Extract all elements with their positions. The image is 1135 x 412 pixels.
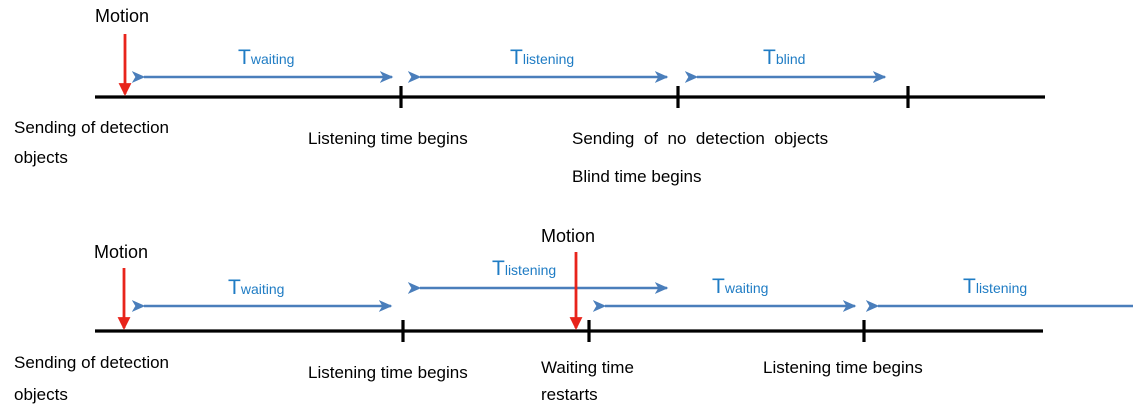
interval-label-waiting: Twaiting [228, 277, 284, 298]
timeline-caption: Listening time begins [308, 363, 468, 382]
interval-label-listening: Tlistening [492, 258, 556, 279]
timeline-caption: restarts [541, 385, 598, 404]
motion-label: Motion [94, 242, 149, 262]
interval-label-symbol: T [492, 257, 505, 280]
motion-label: Motion [541, 226, 596, 246]
timeline-caption: Sending of detection [14, 118, 170, 137]
interval-label-symbol: T [763, 46, 776, 69]
interval-label-symbol: T [238, 46, 251, 69]
timeline-caption: objects [14, 148, 68, 167]
interval-label-subscript: waiting [240, 281, 285, 297]
motion-label: Motion [95, 6, 150, 26]
interval-label-subscript: waiting [250, 51, 295, 67]
interval-label-waiting: Twaiting [238, 47, 294, 68]
interval-label-listening: Tlistening [963, 276, 1027, 297]
timeline-caption: objects [14, 385, 68, 404]
timeline-caption: Waiting time [541, 358, 634, 377]
timeline-caption: Listening time begins [308, 129, 468, 148]
interval-label-subscript: listening [522, 51, 575, 67]
interval-label-subscript: waiting [724, 280, 769, 296]
timeline-caption: Blind time begins [572, 167, 702, 186]
timeline-caption: Sending of detection [14, 353, 170, 372]
interval-label-subscript: listening [975, 280, 1028, 296]
interval-label-symbol: T [510, 46, 523, 69]
interval-label-symbol: T [963, 275, 976, 298]
interval-label-subscript: blind [775, 51, 806, 67]
interval-label-subscript: listening [504, 262, 557, 278]
interval-label-blind: Tblind [763, 47, 805, 68]
timeline-caption: Listening time begins [763, 358, 923, 377]
interval-label-symbol: T [228, 276, 241, 299]
timeline-caption: Sending of no detection objects [572, 129, 829, 148]
interval-label-listening: Tlistening [510, 47, 574, 68]
interval-label-symbol: T [712, 275, 725, 298]
interval-label-waiting: Twaiting [712, 276, 768, 297]
